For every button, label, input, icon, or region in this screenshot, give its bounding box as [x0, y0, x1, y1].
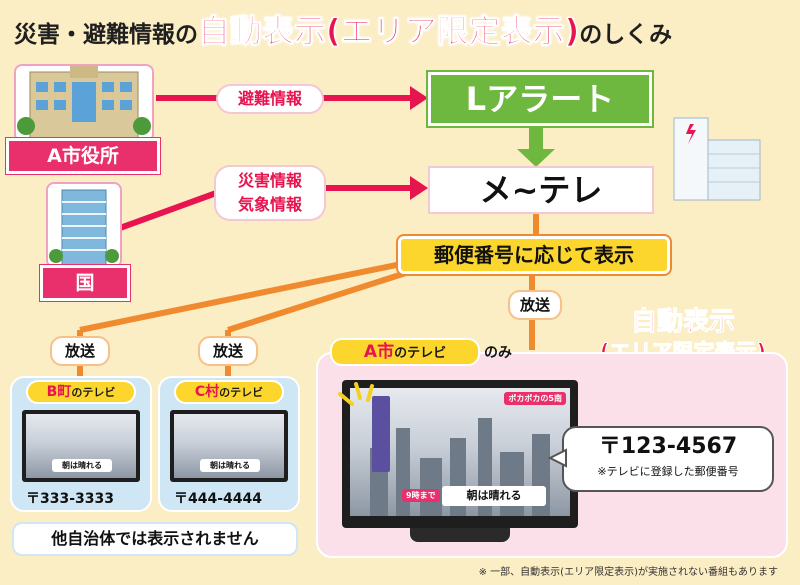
broadcast-line-b	[79, 253, 441, 333]
arrow-icon	[410, 86, 428, 110]
town-b-suffix: のテレビ	[71, 386, 116, 399]
title-part1: 災害・避難情報の	[14, 22, 198, 48]
tv-station-building-icon	[673, 117, 761, 201]
bubble-tail	[548, 448, 567, 468]
arrow-lalert-to-station	[529, 127, 543, 149]
city-a-place: A市	[363, 342, 395, 362]
page-title: 災害・避難情報の自動表示(エリア限定表示)のしくみ	[14, 6, 672, 52]
city-a-suffix: のテレビ	[394, 346, 447, 361]
title-highlight: 自動表示(エリア限定表示)	[197, 12, 580, 51]
disaster-weather-pill: 災害情報 気象情報	[216, 167, 324, 219]
village-c-tv-label: C村のテレビ	[174, 380, 284, 404]
station-box: メ~テレ	[428, 166, 654, 214]
program-tag: ポカポカの5南	[504, 392, 566, 405]
tv-stand	[410, 528, 510, 542]
village-c-postal: 〒444-4444	[174, 491, 262, 507]
alert-burst-icon	[338, 382, 374, 406]
weather-info-label: 気象情報	[237, 195, 302, 214]
broadcast-label-b: 放送	[52, 338, 108, 364]
arrow-country-to-station-a	[118, 185, 232, 231]
auto-display-line1: 自動表示	[630, 307, 735, 338]
tv-banner-b: 朝は晴れる	[52, 459, 112, 472]
city-hall-frame	[14, 64, 154, 142]
town-b-tv-screen: 朝は晴れる	[26, 414, 136, 478]
arrow-icon	[517, 149, 555, 167]
village-c-television: 朝は晴れる	[170, 410, 288, 482]
city-office-label: A市役所	[6, 138, 160, 174]
town-b-postal: 〒333-3333	[26, 491, 114, 507]
no-display-note: 他自治体では表示されません	[12, 522, 298, 556]
evacuation-info-pill: 避難情報	[218, 86, 322, 112]
broadcast-label-c: 放送	[200, 338, 256, 364]
city-a-tv-screen: ポカポカの5南 9時まで 朝は晴れる	[350, 388, 570, 516]
city-a-tv-label: A市のテレビ	[330, 338, 480, 366]
tv-banner-a: 朝は晴れる	[442, 486, 546, 506]
city-a-television: ポカポカの5南 9時まで 朝は晴れる	[342, 380, 578, 528]
village-c-suffix: のテレビ	[219, 386, 264, 399]
lalert-box: Lアラート	[428, 72, 652, 126]
side-panel	[372, 396, 390, 472]
only-label: のみ	[484, 345, 512, 361]
postal-note: ※テレビに登録した郵便番号	[597, 465, 739, 478]
village-c-place: C村	[194, 384, 220, 400]
postal-code: 〒123-4567	[598, 434, 738, 459]
postal-display-box: 郵便番号に応じて表示	[398, 236, 670, 274]
country-label: 国	[40, 265, 130, 301]
city-hall-building-icon	[17, 66, 151, 139]
time-tag: 9時まで	[402, 489, 440, 502]
title-part2: のしくみ	[579, 22, 673, 48]
village-c-tv-screen: 朝は晴れる	[174, 414, 284, 478]
tv-banner-c: 朝は晴れる	[200, 459, 260, 472]
footnote: ※ 一部、自動表示(エリア限定表示)が実施されない番組もあります	[478, 567, 778, 578]
broadcast-label-a: 放送	[510, 292, 560, 318]
town-b-place: B町	[46, 384, 72, 400]
government-building-icon	[49, 189, 119, 267]
town-b-tv-label: B町のテレビ	[26, 380, 136, 404]
government-frame	[46, 182, 122, 268]
arrow-icon	[410, 176, 428, 200]
disaster-info-label: 災害情報	[237, 171, 302, 190]
town-b-television: 朝は晴れる	[22, 410, 140, 482]
postal-bubble: 〒123-4567 ※テレビに登録した郵便番号	[562, 426, 774, 492]
